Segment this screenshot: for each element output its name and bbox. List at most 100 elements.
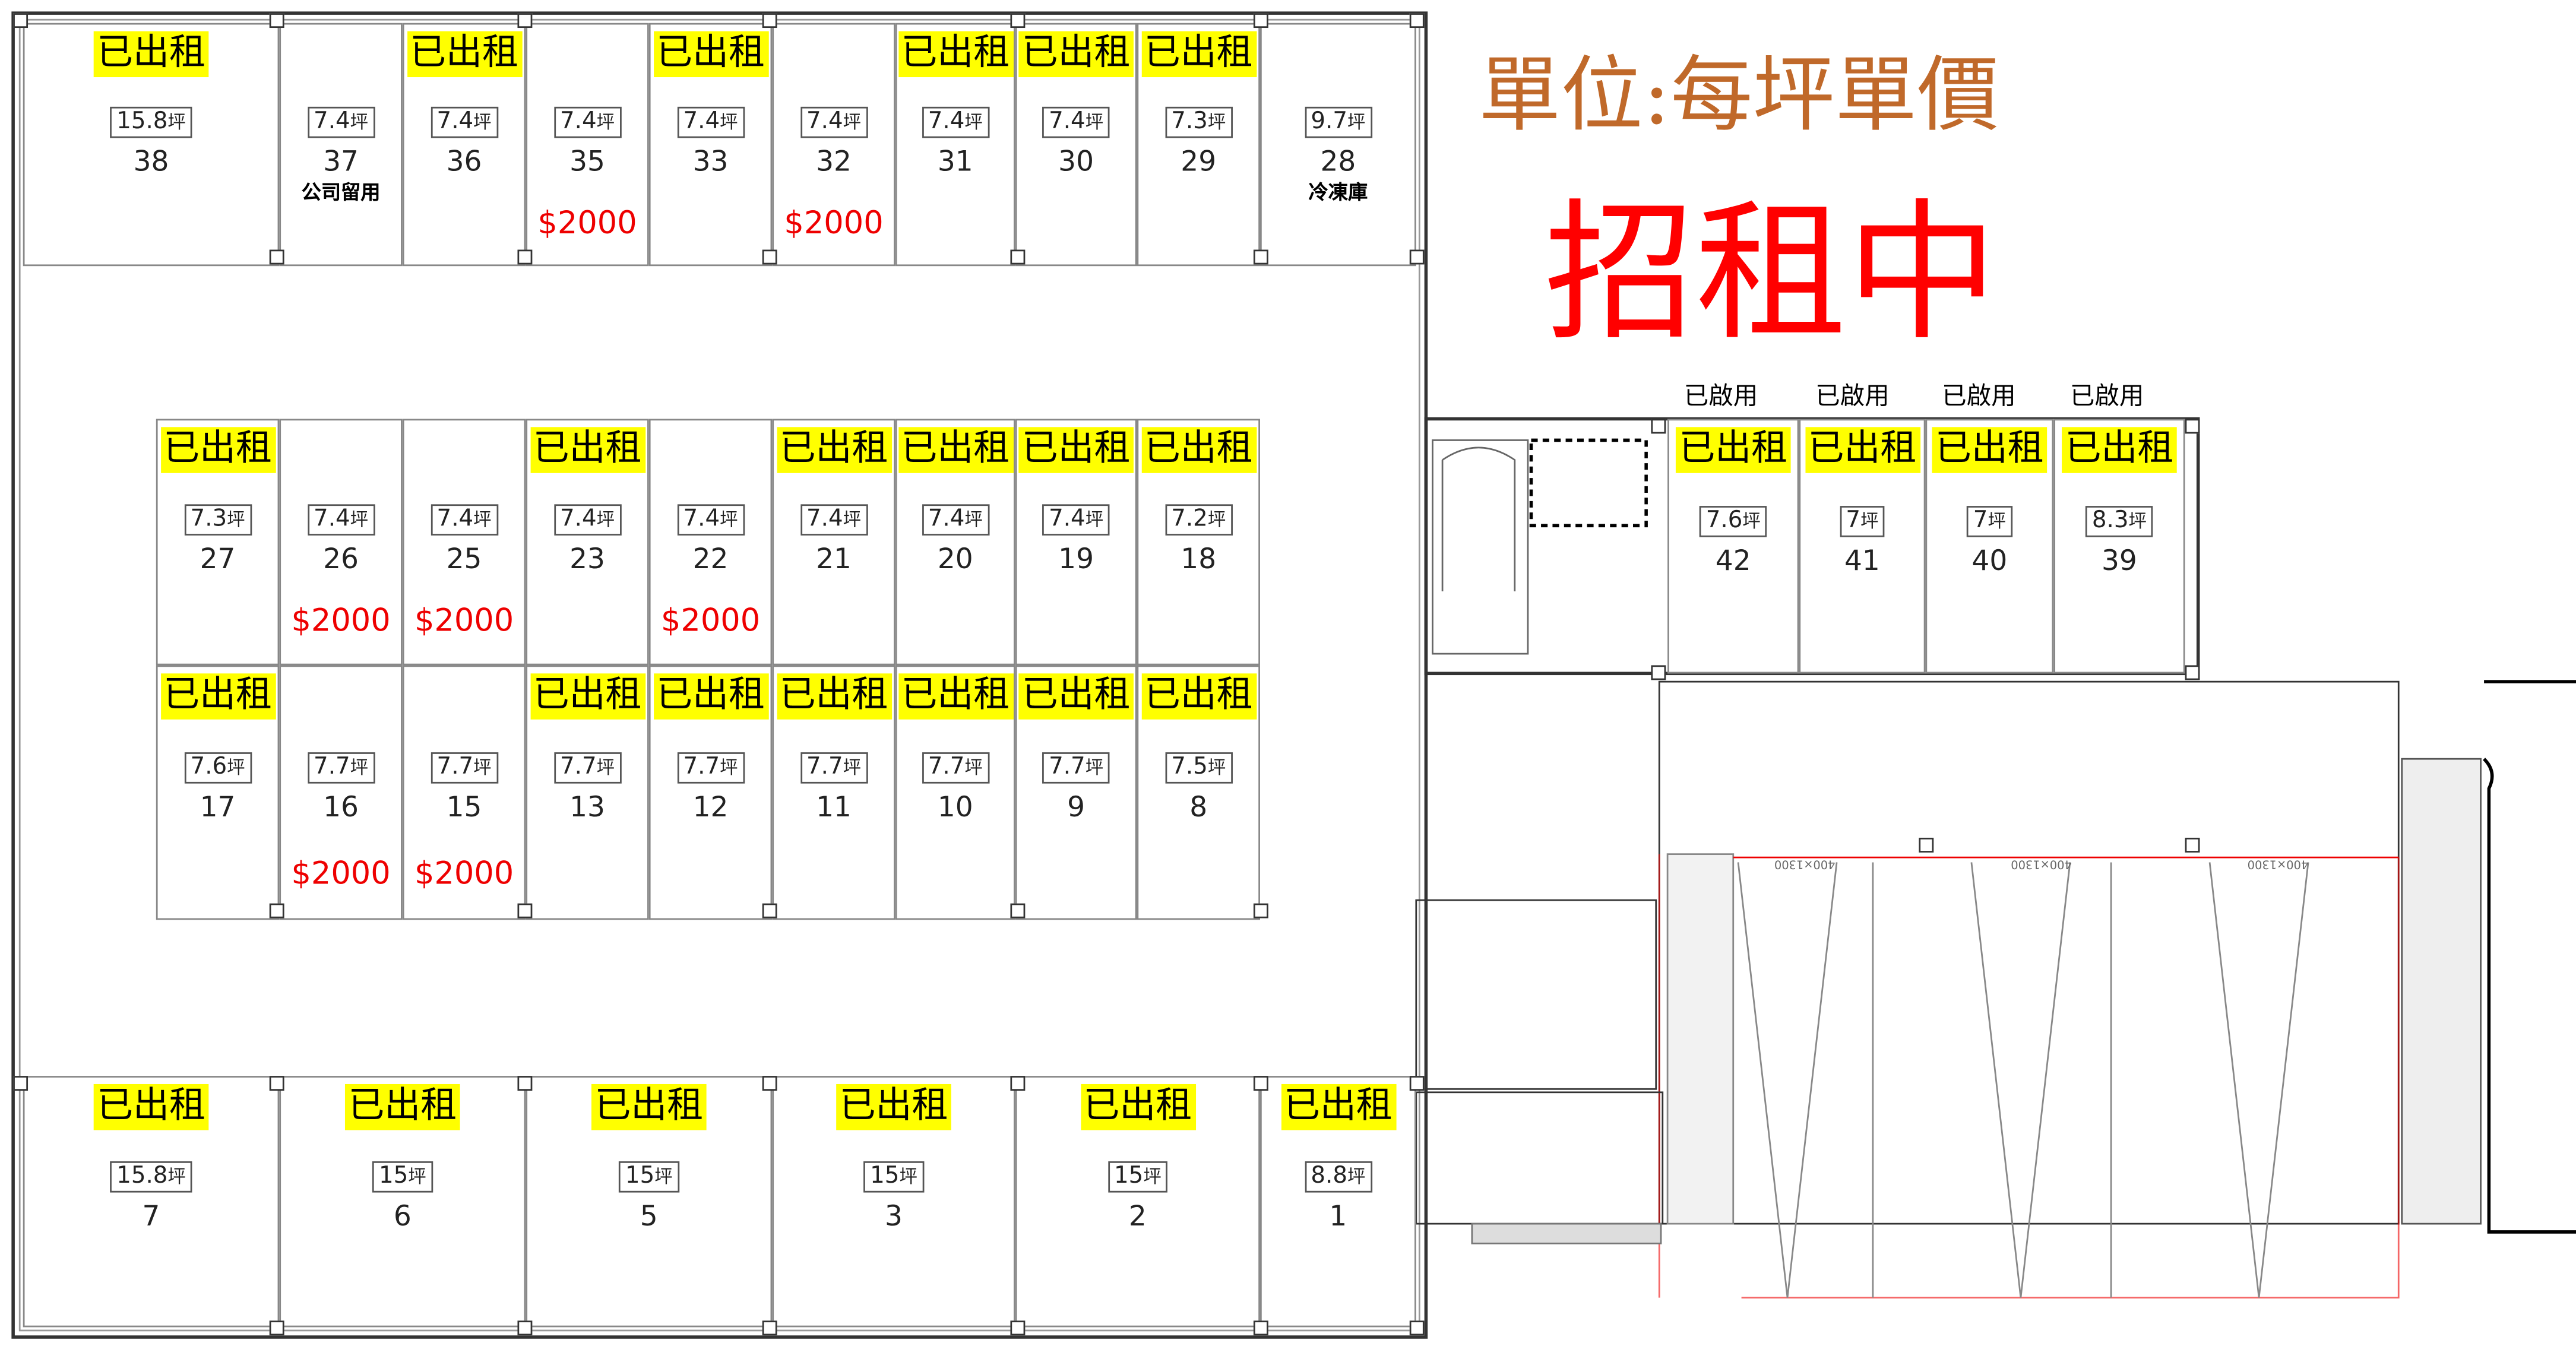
unit-number: 23 bbox=[569, 543, 605, 576]
area-label: 7.7坪 bbox=[430, 752, 498, 784]
area-unit: 坪 bbox=[964, 111, 983, 133]
enabled-label: 已啟用 bbox=[1942, 381, 2016, 411]
area-unit: 坪 bbox=[654, 1167, 673, 1189]
column bbox=[1253, 1076, 1268, 1091]
area-unit: 坪 bbox=[596, 756, 615, 778]
rented-badge: 已出租 bbox=[591, 1084, 707, 1130]
column bbox=[762, 13, 777, 28]
area-unit: 坪 bbox=[1207, 508, 1226, 530]
area-unit: 坪 bbox=[964, 508, 983, 530]
area-label: 7.5坪 bbox=[1164, 752, 1233, 784]
area-unit: 坪 bbox=[227, 756, 245, 778]
column bbox=[1651, 419, 1666, 434]
area-label: 7.4坪 bbox=[553, 503, 622, 535]
area-unit: 坪 bbox=[473, 508, 492, 530]
column bbox=[1409, 13, 1425, 28]
area-unit: 坪 bbox=[167, 111, 186, 133]
column bbox=[1409, 1320, 1425, 1336]
unit-note: 冷凍庫 bbox=[1308, 180, 1368, 204]
unit-number: 2 bbox=[1128, 1201, 1147, 1234]
area-value: 15 bbox=[1113, 1163, 1144, 1190]
unit-number: 36 bbox=[446, 146, 482, 179]
area-value: 7.4 bbox=[806, 108, 843, 135]
rented-badge: 已出租 bbox=[1141, 31, 1257, 78]
area-unit: 坪 bbox=[1085, 111, 1104, 133]
column bbox=[1010, 903, 1026, 918]
area-value: 7 bbox=[1846, 507, 1861, 534]
area-label: 7.4坪 bbox=[799, 503, 868, 535]
area-value: 15 bbox=[378, 1163, 409, 1190]
area-unit: 坪 bbox=[1085, 508, 1104, 530]
unit-number: 18 bbox=[1181, 543, 1217, 576]
rented-badge: 已出租 bbox=[897, 31, 1013, 78]
unit-number: 33 bbox=[692, 146, 729, 179]
unit-number: 27 bbox=[200, 543, 236, 576]
parking-code-label: 400×1300 bbox=[1774, 857, 1836, 871]
area-label: 7.4坪 bbox=[430, 503, 498, 535]
restroom-area bbox=[1415, 1091, 1664, 1225]
unit-number: 6 bbox=[393, 1201, 412, 1234]
unit-number: 26 bbox=[323, 543, 359, 576]
area-label: 15坪 bbox=[618, 1161, 679, 1193]
rent-price: $2000 bbox=[291, 603, 391, 639]
column bbox=[517, 1076, 533, 1091]
unit-number: 21 bbox=[816, 543, 852, 576]
column bbox=[1010, 1076, 1026, 1091]
area-value: 7.4 bbox=[928, 108, 965, 135]
area-label: 15.8坪 bbox=[110, 106, 192, 138]
column bbox=[2185, 419, 2200, 434]
rent-price: $2000 bbox=[291, 855, 391, 892]
area-value: 7.7 bbox=[683, 753, 720, 780]
area-label: 9.7坪 bbox=[1304, 106, 1372, 138]
column bbox=[269, 1320, 284, 1336]
area-label: 7.4坪 bbox=[921, 503, 989, 535]
area-value: 8.8 bbox=[1311, 1163, 1347, 1190]
area-label: 7坪 bbox=[1966, 505, 2012, 537]
enabled-label: 已啟用 bbox=[1815, 381, 1890, 411]
area-value: 7.4 bbox=[436, 505, 474, 531]
area-value: 7 bbox=[1973, 507, 1988, 534]
area-unit: 坪 bbox=[843, 111, 862, 133]
rented-badge: 已出租 bbox=[1932, 427, 2047, 473]
rented-badge: 已出租 bbox=[836, 1084, 951, 1130]
